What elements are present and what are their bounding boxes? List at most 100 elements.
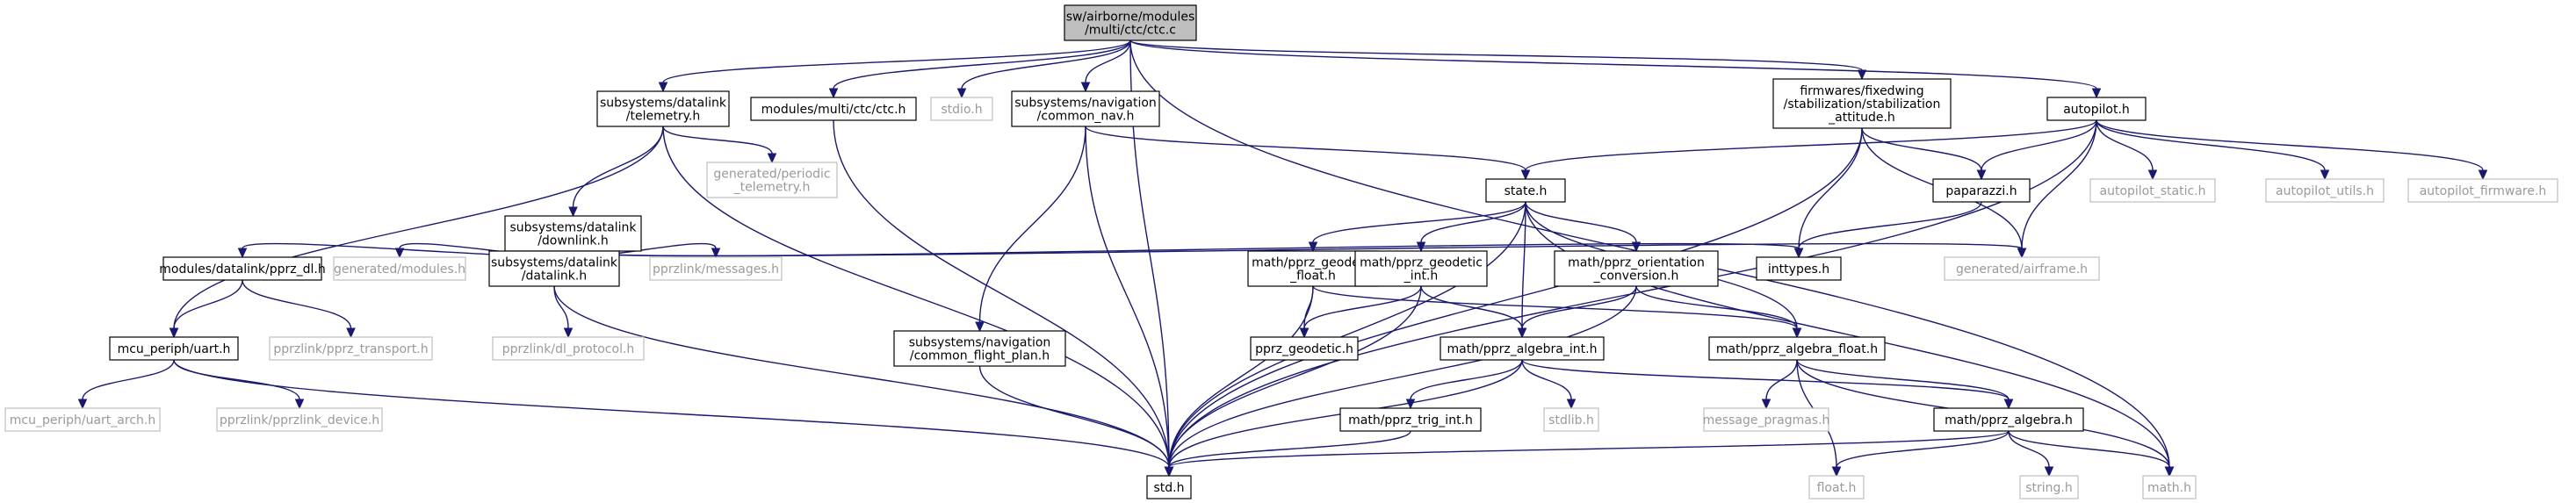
node-label: math/pprz_algebra_int.h <box>1447 342 1598 356</box>
node-string-h[interactable]: string.h <box>2019 475 2079 499</box>
node-inttypes-h[interactable]: inttypes.h <box>1756 256 1842 281</box>
edge-state_h-to-geodetic_int_h <box>1416 201 1526 253</box>
node-label: generated/airframe.h <box>1956 262 2088 277</box>
edge-ctc_c-to-ctc_h <box>828 40 1131 99</box>
node-uart-h[interactable]: mcu_periph/uart.h <box>109 336 239 361</box>
node-label: math/pprz_algebra.h <box>1945 413 2073 428</box>
node-stdlib-h[interactable]: stdlib.h <box>1543 407 1599 432</box>
node-orientation-h[interactable]: math/pprz_orientation_conversion.h <box>1554 250 1719 287</box>
edge-uart_h-to-uart_arch_h <box>77 359 175 410</box>
node-label: /telemetry.h <box>626 110 700 124</box>
header-nodes: sw/airborne/modules/multi/ctc/ctc.c subsy… <box>4 4 2558 499</box>
node-periodic-telemetry-h[interactable]: generated/periodic_telemetry.h <box>706 162 838 198</box>
node-telemetry-h[interactable]: subsystems/datalink/telemetry.h <box>596 90 730 127</box>
node-label: math.h <box>2147 481 2191 495</box>
edge-ctc_c-to-common_nav_h <box>1080 40 1131 93</box>
node-label: autopilot_utils.h <box>2276 184 2374 198</box>
node-common-flight-plan-h[interactable]: subsystems/navigation/common_flight_plan… <box>893 330 1066 367</box>
node-stabilization-h[interactable]: firmwares/fixedwing/stabilization/stabil… <box>1772 78 1952 129</box>
node-label: math/pprz_algebra_float.h <box>1716 342 1878 356</box>
edge-ctc_c-to-telemetry_h <box>658 40 1131 93</box>
edge-uart_h-to-pprzlink_device_h <box>173 359 305 410</box>
node-float-h[interactable]: float.h <box>1808 475 1865 499</box>
node-pprz-transport-h[interactable]: pprzlink/pprz_transport.h <box>269 336 433 361</box>
edge-autopilot_h-to-state_h <box>1520 119 2097 181</box>
node-autopilot-static-h[interactable]: autopilot_static.h <box>2089 178 2216 203</box>
node-label: /datalink.h <box>522 269 587 284</box>
node-autopilot-firmware-h[interactable]: autopilot_firmware.h <box>2407 178 2558 203</box>
edge-geodetic_float_h-to-std_h <box>1164 285 1314 478</box>
node-label: mcu_periph/uart_arch.h <box>10 413 155 428</box>
node-ctc-h[interactable]: modules/multi/ctc/ctc.h <box>750 97 917 121</box>
node-math-h[interactable]: math.h <box>2142 475 2197 499</box>
node-stdio-h[interactable]: stdio.h <box>930 97 993 121</box>
edge-stabilization_h-to-paparazzi_h <box>1861 127 1987 181</box>
node-label: /common_nav.h <box>1037 110 1135 124</box>
node-paparazzi-h[interactable]: paparazzi.h <box>1932 178 2031 203</box>
edge-downlink_h-to-airframe_h <box>572 242 2027 259</box>
node-message-pragmas-h[interactable]: message_pragmas.h <box>1703 407 1830 432</box>
node-ctc-c[interactable]: sw/airborne/modules/multi/ctc/ctc.c <box>1064 4 1197 41</box>
node-pprz-geodetic-h[interactable]: pprz_geodetic.h <box>1250 336 1359 361</box>
node-airframe-h[interactable]: generated/airframe.h <box>1944 256 2100 281</box>
edge-ctc_h-to-std_h <box>833 119 1174 478</box>
node-label: subsystems/navigation <box>909 336 1051 350</box>
node-std-h[interactable]: std.h <box>1146 475 1192 499</box>
node-trig-int-h[interactable]: math/pprz_trig_int.h <box>1339 407 1482 432</box>
edge-ctc_c-to-stabilization_h <box>1129 40 1867 81</box>
edge-common_nav_h-to-common_flight_plan_h <box>975 126 1086 333</box>
node-downlink-h[interactable]: subsystems/datalink/downlink.h <box>504 215 642 252</box>
edge-geodetic_int_h-to-algebra_int_h <box>1420 285 1527 339</box>
node-label: autopilot_firmware.h <box>2420 184 2547 198</box>
edge-algebra_float_h-to-pprz_algebra_h <box>1796 359 2014 410</box>
node-messages-h[interactable]: pprzlink/messages.h <box>649 256 783 281</box>
node-label: firmwares/fixedwing <box>1800 84 1923 98</box>
node-common-nav-h[interactable]: subsystems/navigation/common_nav.h <box>1011 90 1160 127</box>
node-algebra-float-h[interactable]: math/pprz_algebra_float.h <box>1708 336 1886 361</box>
node-geodetic-int-h[interactable]: math/pprz_geodetic_int.h <box>1354 250 1488 287</box>
node-datalink-h[interactable]: subsystems/datalink/datalink.h <box>488 250 620 287</box>
node-algebra-int-h[interactable]: math/pprz_algebra_int.h <box>1440 336 1605 361</box>
node-pprz-dl-h[interactable]: modules/datalink/pprz_dl.h <box>159 256 326 281</box>
node-label: message_pragmas.h <box>1703 413 1830 428</box>
node-label: modules/datalink/pprz_dl.h <box>159 262 325 277</box>
edge-autopilot_h-to-paparazzi_h <box>1976 119 2097 181</box>
edge-ctc_c-to-stdio_h <box>956 40 1131 99</box>
edge-state_h-to-geodetic_float_h <box>1308 201 1526 253</box>
edge-telemetry_h-to-periodic_telemetry_h <box>662 126 777 164</box>
node-gen-modules-h[interactable]: generated/modules.h <box>333 256 466 281</box>
node-state-h[interactable]: state.h <box>1485 178 1566 203</box>
node-label: state.h <box>1504 184 1548 198</box>
node-label: subsystems/datalink <box>491 256 618 270</box>
node-label: float.h <box>1817 481 1857 495</box>
node-label: pprzlink/messages.h <box>653 262 779 277</box>
node-label: subsystems/datalink <box>510 221 638 235</box>
edge-paparazzi_h-to-inttypes_h <box>1793 201 1982 259</box>
node-autopilot-h[interactable]: autopilot.h <box>2046 97 2147 121</box>
node-label: /stabilization/stabilization <box>1784 97 1941 111</box>
node-label: _conversion.h <box>1593 269 1679 284</box>
edge-autopilot_h-to-autopilot_firmware_h <box>2096 119 2488 181</box>
edge-pprz_algebra_h-to-float_h <box>1831 430 2010 478</box>
node-uart-arch-h[interactable]: mcu_periph/uart_arch.h <box>4 407 161 432</box>
node-label: paparazzi.h <box>1945 184 2017 198</box>
node-label: pprzlink/dl_protocol.h <box>502 342 635 356</box>
node-label: /common_flight_plan.h <box>910 349 1050 363</box>
edge-orientation_h-to-algebra_int_h <box>1517 285 1637 339</box>
edge-pprz_dl_h-to-uart_h <box>169 279 243 339</box>
node-label: stdlib.h <box>1548 413 1594 428</box>
edge-common_flight_plan_h-to-std_h <box>978 365 1174 478</box>
node-dl-protocol-h[interactable]: pprzlink/dl_protocol.h <box>492 336 645 361</box>
node-pprzlink-device-h[interactable]: pprzlink/pprzlink_device.h <box>216 407 383 432</box>
node-label: mcu_periph/uart.h <box>118 342 231 356</box>
node-label: math/pprz_orientation <box>1568 256 1705 270</box>
edge-orientation_h-to-algebra_float_h <box>1635 285 1802 339</box>
node-autopilot-utils-h[interactable]: autopilot_utils.h <box>2265 178 2385 203</box>
node-label: modules/multi/ctc/ctc.h <box>761 103 906 117</box>
edge-telemetry_h-to-downlink_h <box>568 126 664 218</box>
node-pprz-algebra-h[interactable]: math/pprz_algebra.h <box>1933 407 2084 432</box>
node-label: generated/periodic <box>713 168 830 182</box>
node-label: _int.h <box>1403 269 1439 284</box>
node-label: sw/airborne/modules <box>1066 11 1195 25</box>
